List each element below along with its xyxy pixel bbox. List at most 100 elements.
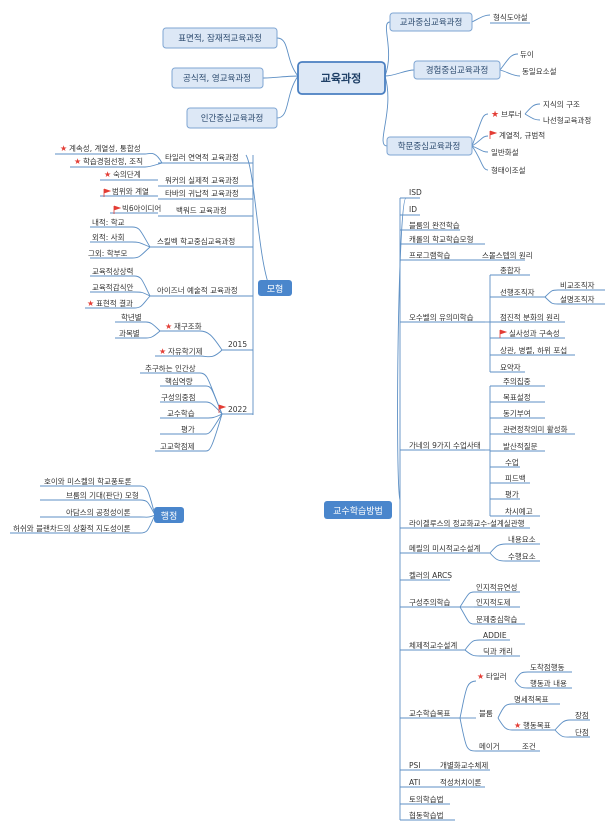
node-label[interactable]: 교수학습 (167, 408, 195, 418)
right-topic-node[interactable] (413, 60, 501, 80)
right-topic-node[interactable] (389, 12, 473, 32)
node-label[interactable]: 표현적 결과 (96, 298, 133, 308)
node-label[interactable]: 계열적, 규범적 (499, 130, 545, 140)
node-label[interactable]: 행동목표 (523, 720, 551, 730)
node-label[interactable]: 타바의 귀납적 교육과정 (165, 188, 239, 198)
node-label[interactable]: 동기부여 (503, 408, 531, 418)
node-label[interactable]: 과목별 (119, 328, 140, 338)
node-label[interactable]: 개별화교수체제 (440, 760, 488, 770)
node-label[interactable]: 지식의 구조 (543, 99, 580, 109)
node-label[interactable]: 구성주의학습 (409, 597, 450, 607)
node-label[interactable]: 켈러의 ARCS (409, 570, 452, 580)
node-label[interactable]: 장점 (575, 710, 589, 720)
node-label[interactable]: 점진적 분화의 원리 (500, 312, 560, 322)
node-label[interactable]: 재구조화 (174, 322, 202, 331)
node-label[interactable]: 캐롤의 학교학습모형 (409, 234, 473, 244)
node-label[interactable]: 평가 (505, 489, 519, 499)
left-topic-node[interactable] (186, 107, 278, 129)
node-label[interactable]: ADDIE (483, 631, 507, 640)
node-label[interactable]: 호이와 미스켈의 학교풍토론 (44, 476, 132, 486)
node-label[interactable]: 브루너 (501, 109, 522, 119)
node-label[interactable]: 스몰스텝의 원리 (482, 250, 533, 260)
node-label[interactable]: 목표설정 (503, 392, 531, 402)
node-label[interactable]: 계속성, 계열성, 통합성 (69, 143, 141, 153)
node-label[interactable]: 적성처치이론 (440, 777, 481, 787)
node-label[interactable]: 문제중심학습 (476, 614, 517, 624)
node-label[interactable]: 블룸의 완전학습 (409, 220, 460, 230)
node-label[interactable]: 체제적교수설계 (409, 640, 457, 650)
node-label[interactable]: 추구하는 인간상 (145, 363, 196, 373)
node-label[interactable]: 상관, 병렬, 하위 포섭 (500, 345, 567, 355)
node-label[interactable]: 라이겔루스의 정교화교수-설계실관행 (409, 518, 525, 528)
node-label[interactable]: 수업 (505, 458, 519, 467)
node-label[interactable]: 블룸 (479, 709, 493, 718)
node-label[interactable]: 차시예고 (505, 506, 533, 516)
node-label[interactable]: ISD (409, 188, 422, 197)
node-label[interactable]: 타일러 연역적 교육과정 (165, 152, 239, 162)
node-label[interactable]: 피드백 (505, 473, 526, 483)
node-label[interactable]: 주의집중 (503, 376, 531, 386)
node-label[interactable]: 비교조직자 (560, 280, 595, 290)
node-label[interactable]: 선행조직자 (500, 287, 535, 297)
node-label[interactable]: 발산적질문 (503, 441, 538, 451)
node-label[interactable]: ATI (409, 778, 420, 787)
node-label[interactable]: 내적: 학교 (92, 217, 125, 227)
node-label[interactable]: 고교학점제 (160, 441, 195, 451)
node-label[interactable]: 스킬벡 학교중심교육과정 (157, 236, 235, 246)
node-label[interactable]: 브룸의 기대(판단) 모형 (66, 490, 139, 500)
node-label[interactable]: 일반화설 (491, 148, 519, 157)
node-label[interactable]: 조건 (522, 741, 536, 751)
node-label[interactable]: 자유학기제 (168, 346, 203, 356)
node-label[interactable]: 인지적도제 (476, 597, 511, 607)
node-label[interactable]: 형식도야설 (493, 12, 528, 22)
node-label[interactable]: 형태이조설 (491, 165, 526, 175)
node-label[interactable]: 메이거 (479, 741, 500, 751)
left-topic-node[interactable] (171, 67, 264, 89)
node-label[interactable]: 동일요소설 (522, 67, 557, 76)
node-label[interactable]: 협동학습법 (409, 810, 444, 820)
node-label[interactable]: 딕과 캐리 (483, 646, 513, 656)
node-label[interactable]: 2022 (228, 405, 247, 414)
node-label[interactable]: 교수학습목표 (409, 708, 450, 718)
node-label[interactable]: 토의학습법 (409, 794, 444, 804)
node-label[interactable]: 행동과 내용 (530, 678, 567, 688)
node-label[interactable]: 메릴의 미시적교수설계 (409, 543, 480, 553)
node-label[interactable]: 허쉬와 블랜차드의 상황적 지도성이론 (13, 523, 131, 533)
node-label[interactable]: 학습경험선정, 조직 (83, 156, 143, 166)
node-label[interactable]: 백워드 교육과정 (176, 205, 227, 215)
admin-node[interactable] (154, 507, 184, 523)
node-label[interactable]: 가네의 9가지 수업사태 (409, 440, 481, 450)
node-label[interactable]: 프로그램학습 (409, 250, 450, 260)
node-label[interactable]: 종합자 (500, 266, 521, 275)
node-label[interactable]: 평가 (181, 424, 195, 434)
model-node[interactable] (258, 280, 292, 296)
node-label[interactable]: 실사성과 구속성 (509, 328, 560, 338)
node-label[interactable]: 요약자 (500, 362, 521, 372)
node-label[interactable]: 구성의중점 (161, 392, 196, 402)
node-label[interactable]: 관련정착의미 활성화 (503, 424, 568, 434)
teaching-node[interactable] (324, 501, 392, 519)
node-label[interactable]: 워커의 실제적 교육과정 (165, 175, 239, 185)
node-label[interactable]: 교육적감식안 (92, 282, 133, 292)
node-label[interactable]: 명세적목표 (514, 694, 549, 704)
right-topic-node[interactable] (386, 136, 473, 156)
node-label[interactable]: 빅6아이디어 (122, 203, 161, 213)
center-node[interactable] (297, 61, 386, 95)
node-label[interactable]: 핵심역량 (165, 376, 193, 386)
node-label[interactable]: 그외: 학부모 (88, 248, 128, 258)
node-label[interactable]: PSI (409, 761, 421, 770)
node-label[interactable]: 도착점행동 (530, 662, 565, 672)
node-label[interactable]: 숙의단계 (113, 169, 141, 179)
node-label[interactable]: 오수벨의 유의미학습 (409, 312, 474, 322)
node-label[interactable]: 교육적상상력 (92, 266, 133, 276)
node-label[interactable]: 아이즈너 예술적 교육과정 (157, 285, 238, 295)
node-label[interactable]: 외적: 사회 (92, 232, 125, 242)
node-label[interactable]: 아담스의 공정성이론 (66, 507, 131, 517)
node-label[interactable]: 듀이 (520, 49, 534, 59)
node-label[interactable]: ID (409, 205, 417, 214)
node-label[interactable]: 나선형교육과정 (543, 115, 591, 125)
node-label[interactable]: 학년별 (121, 312, 142, 322)
node-label[interactable]: 인지적유연성 (476, 582, 517, 592)
node-label[interactable]: 타일러 (486, 672, 507, 681)
node-label[interactable]: 범위와 계열 (112, 186, 149, 196)
